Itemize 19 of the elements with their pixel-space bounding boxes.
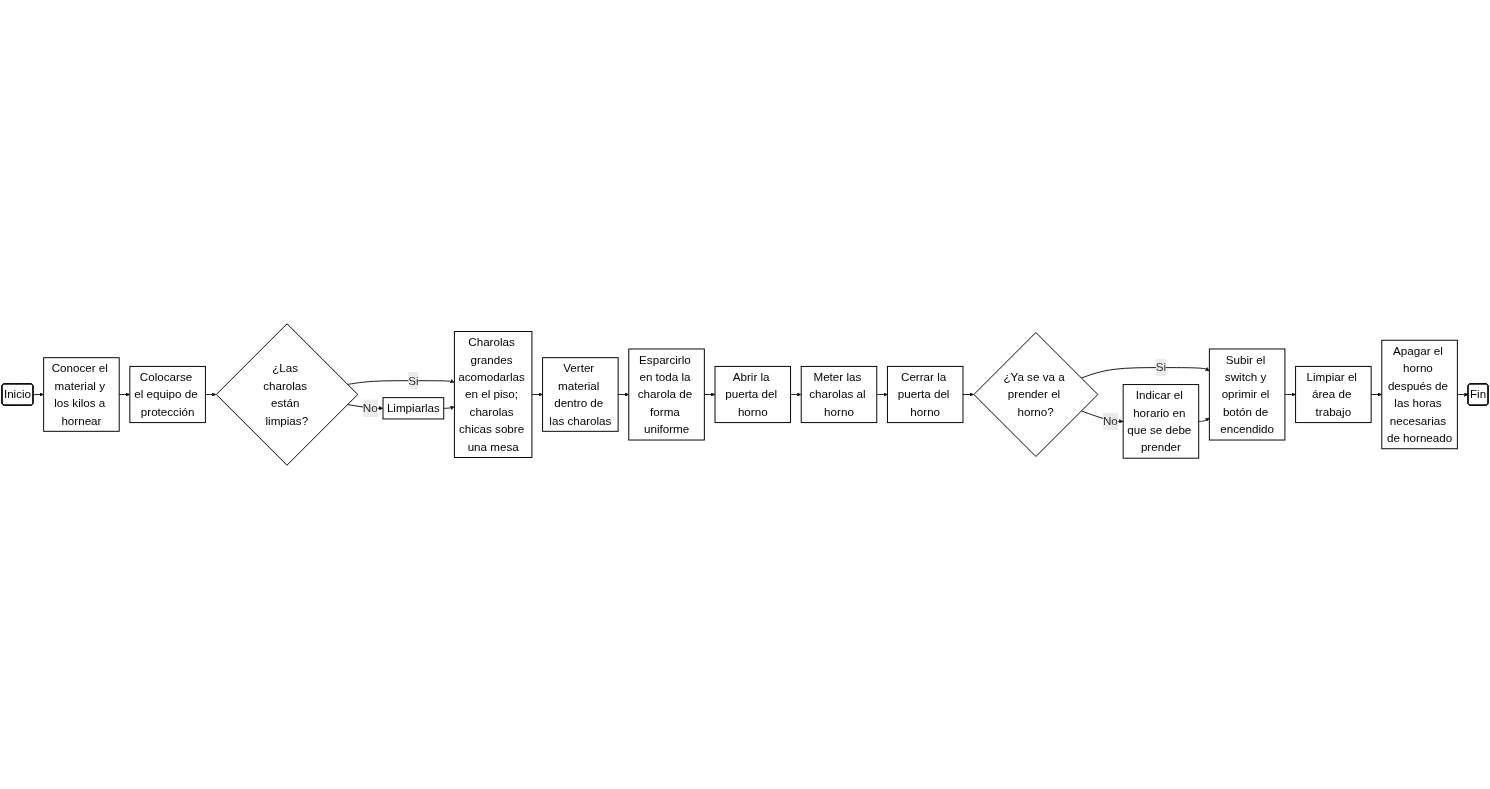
edge-label: Si bbox=[1155, 360, 1167, 374]
node-diamond: ¿Las charolas están limpias? bbox=[215, 323, 359, 466]
node-box: Cerrar la puerta del horno bbox=[886, 365, 964, 424]
node-box: Verter material dentro de las charolas bbox=[542, 357, 619, 432]
node-box: Charolas grandes acomodarlas en el piso; charolas chicas sobre una mesa bbox=[453, 331, 533, 458]
node-box: Colocarse el equipo de protección bbox=[129, 365, 206, 424]
node-box: Limpiar el área de trabajo bbox=[1295, 365, 1372, 424]
edge-label: No bbox=[362, 401, 378, 415]
edge-label: No bbox=[1102, 414, 1118, 428]
node-box: Subir el switch y oprimir el botón de encendido bbox=[1208, 348, 1286, 441]
node-box: Conocer el material y los kilos a hornear bbox=[43, 357, 120, 432]
node-box: Abrir la puerta del horno bbox=[714, 365, 792, 424]
node-box: Limpiarlas bbox=[382, 397, 445, 420]
edge-label: Si bbox=[408, 373, 419, 387]
node-box: Meter las charolas al horno bbox=[800, 365, 878, 424]
node-box: Indicar el horario en que se debe prender bbox=[1122, 384, 1200, 459]
node-box: Apagar el horno después de las horas necesarias de horneado bbox=[1381, 339, 1458, 450]
node-box: Esparcirlo en toda la charola de forma uniforme bbox=[628, 348, 705, 441]
node-diamond: ¿Ya se va a prender el horno? bbox=[973, 332, 1099, 457]
